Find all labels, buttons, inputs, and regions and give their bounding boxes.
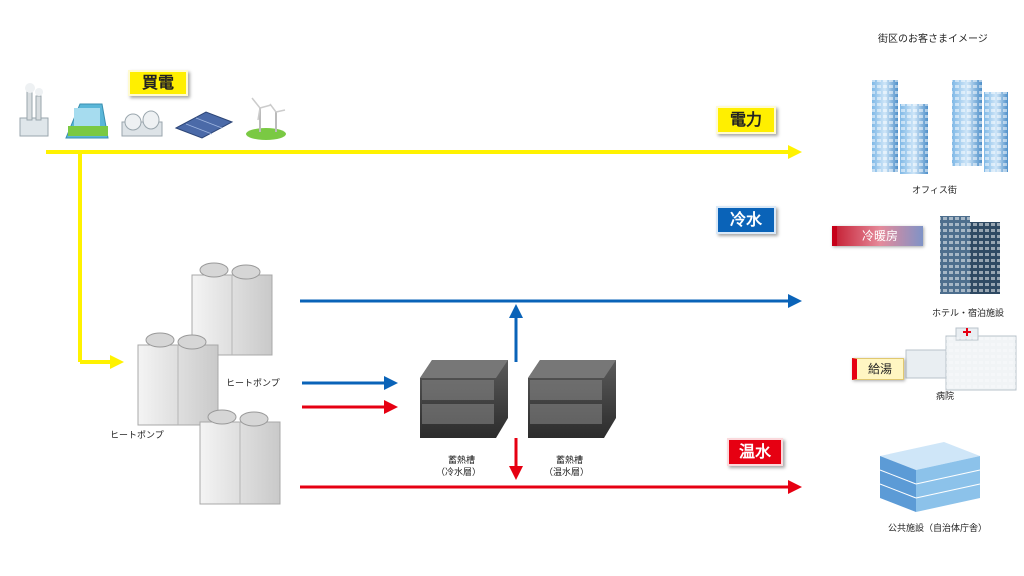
hospital-label: 病院 <box>936 392 955 402</box>
heat-pump-icon <box>137 332 219 426</box>
chilled-water-badge: 冷水 <box>716 206 776 234</box>
electricity-flow <box>46 145 802 369</box>
purchased-power-badge: 買電 <box>128 70 188 96</box>
storage-cold-sublabel: （冷水層） <box>436 468 482 478</box>
public-building-label: 公共施設（自治体庁舎） <box>888 524 988 534</box>
hotel-icon <box>940 216 1000 294</box>
power-plant-icon <box>19 83 49 137</box>
electricity-badge: 電力 <box>716 106 776 134</box>
public-building-icon <box>879 442 981 512</box>
storage-hot-sublabel: （温水層） <box>544 468 590 478</box>
hot-water-badge: 温水 <box>727 438 783 466</box>
office-label: オフィス街 <box>912 186 957 196</box>
hospital-icon <box>905 327 1017 391</box>
heat-pump-label-lower: ヒートポンプ <box>110 431 164 441</box>
nuclear-plant-icon <box>121 110 163 137</box>
customers-caption: 街区のお客さまイメージ <box>878 34 988 45</box>
office-building-icon <box>872 80 1008 174</box>
solar-panel-icon <box>174 111 234 139</box>
storage-cold-label: 蓄熱槽 <box>448 456 476 466</box>
wind-turbine-icon <box>246 97 286 140</box>
hotel-label: ホテル・宿泊施設 <box>932 309 1005 319</box>
storage-tank-icon <box>528 360 616 438</box>
heat-pump-label-upper: ヒートポンプ <box>226 379 280 389</box>
storage-tank-icon <box>420 360 508 438</box>
storage-hot-label: 蓄熱槽 <box>556 456 584 466</box>
hot-water-flow <box>300 400 802 494</box>
chilled-water-flow <box>300 294 802 390</box>
cooling-heating-tag: 冷暖房 <box>832 226 923 246</box>
heat-pump-icon <box>199 409 281 505</box>
hot-water-supply-tag: 給湯 <box>852 358 904 380</box>
hydro-dam-icon <box>65 103 109 139</box>
